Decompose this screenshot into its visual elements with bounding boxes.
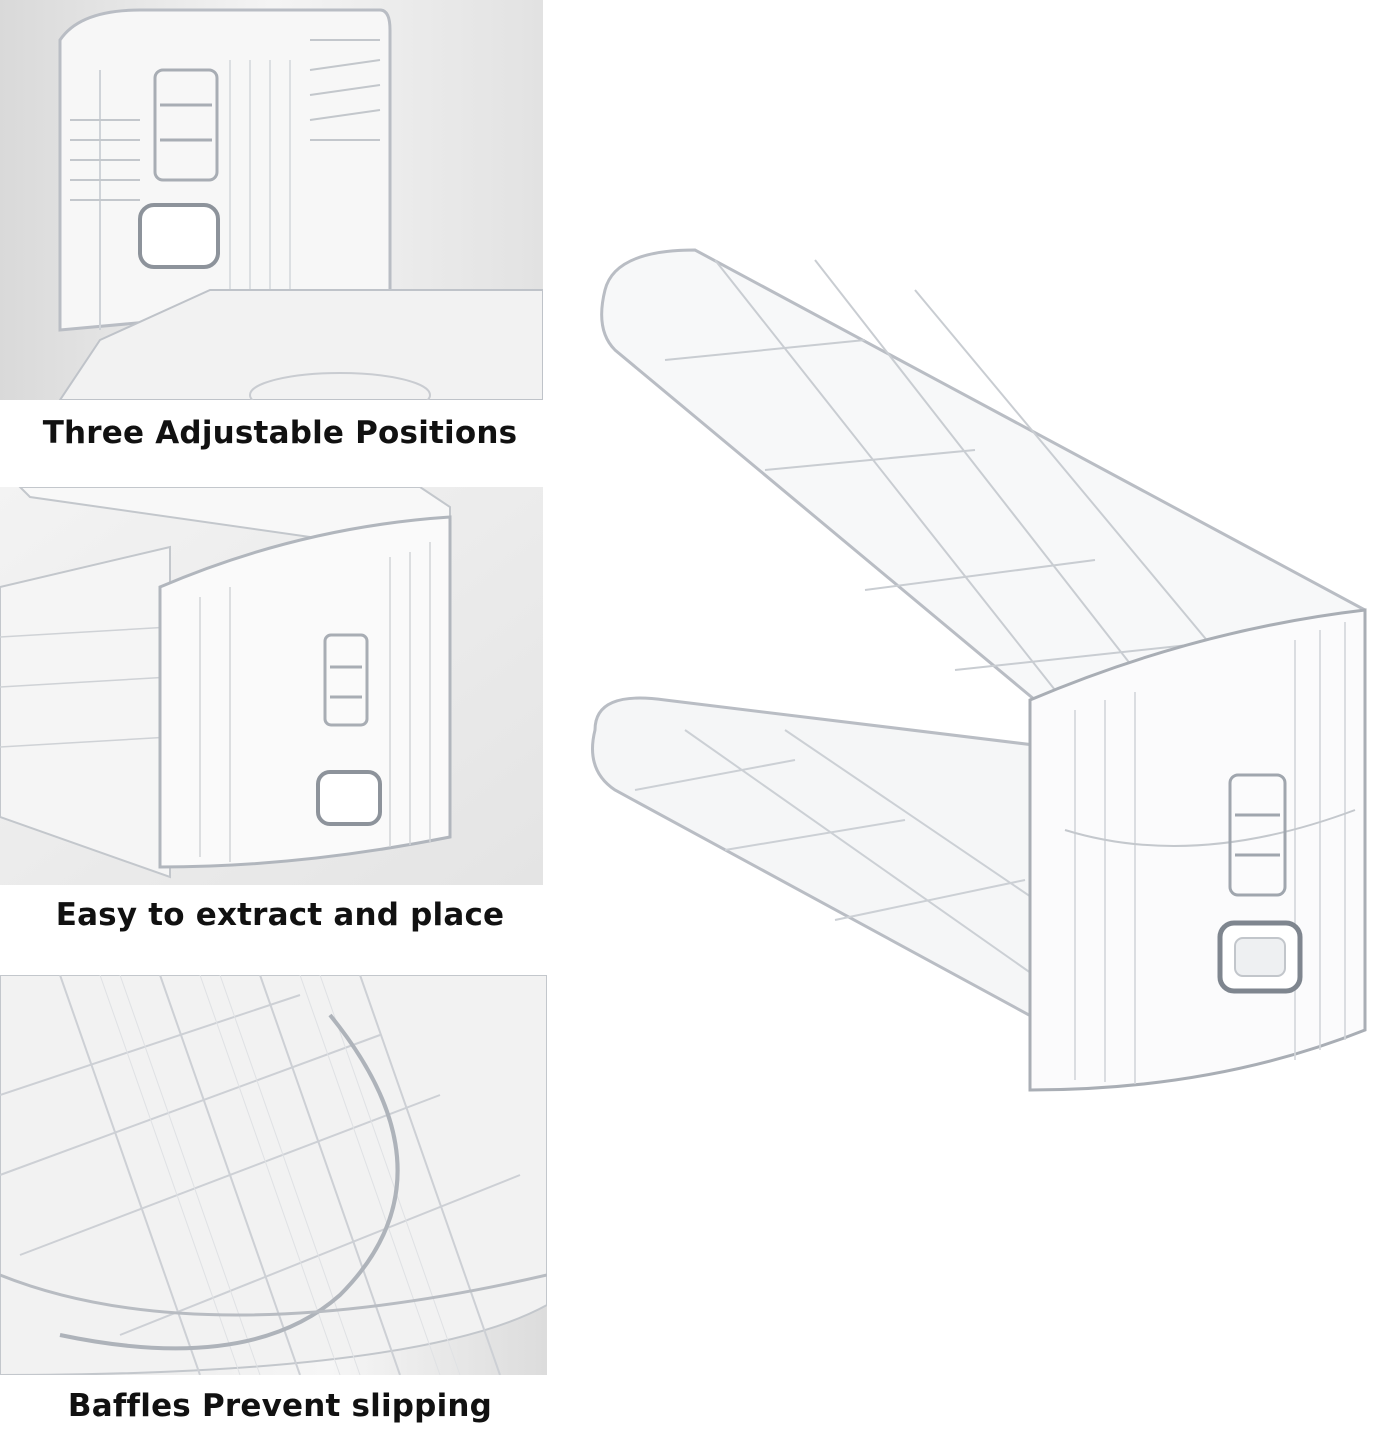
adjustable-positions-closeup-icon [0,0,543,400]
organizer-product-photo [575,230,1387,1110]
adjustable-positions-photo [0,0,543,400]
baffles-photo [0,975,547,1375]
caption-three-adjustable-positions: Three Adjustable Positions [42,415,518,451]
baffles-closeup-icon [0,975,547,1375]
caption-easy-to-extract: Easy to extract and place [55,897,505,933]
extract-and-place-photo [0,487,543,885]
clear-shoe-slot-organizer-icon [591,248,1367,1092]
extract-and-place-closeup-icon [0,487,543,885]
caption-baffles-prevent-slipping: Baffles Prevent slipping [67,1388,493,1424]
